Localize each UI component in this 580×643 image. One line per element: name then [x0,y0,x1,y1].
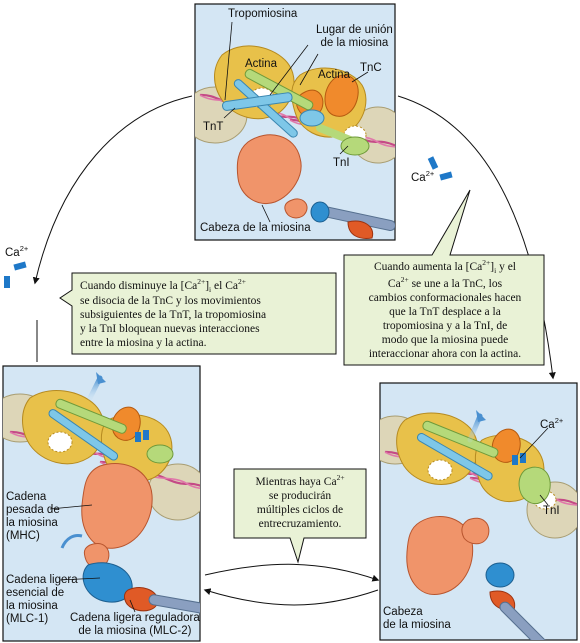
callout-center-text: Mientras haya Ca2+ se producirán múltipl… [255,473,345,530]
cycle-arrow-top-left [32,95,193,285]
callout-left-text: Cuando disminuye la [Ca2+]i el Ca2+ se d… [80,277,267,350]
label-tnt: TnT [203,121,224,133]
label-tropomiosina: Tropomiosina [228,8,298,20]
panel-left-crossbridge [2,365,201,642]
callout-right-box [343,189,545,366]
panel-right-calcium-bound [379,382,578,641]
label-tnc: TnC [360,62,382,74]
label-cadena-pesada: Cadena pesada de la miosina (MHC) [6,491,60,542]
callout-left-box [59,272,337,355]
cycle-arrow-bottom-to-left [203,588,379,606]
label-ca-ion-left: Ca2+ [5,244,29,259]
callout-center-box [233,468,367,564]
label-ca-ion-right: Ca2+ [411,169,435,184]
label-cabeza-miosina-top: Cabeza de la miosina [200,222,311,234]
ca-ion-left [4,261,27,288]
label-lugar-union-miosina: Lugar de unión de la miosina [316,24,393,49]
callout-right-text: Cuando aumenta la [Ca2+]i y el Ca2+ se u… [368,258,522,361]
label-ca-right-panel: Ca2+ [540,416,564,431]
cycle-arrow-bottom-to-right [204,563,380,582]
label-actina-1: Actina [245,58,277,70]
label-cadena-ligera-esencial: Cadena ligera esencial de la miosina (ML… [6,574,78,625]
label-cabeza-miosina-right: Cabeza de la miosina [383,606,451,631]
label-actina-2: Actina [318,69,350,81]
label-tni-right: TnI [543,505,560,517]
panel-top-actomyosin-relaxed [194,3,396,241]
label-tni-top: TnI [333,157,350,169]
ca-ion-right [427,156,453,181]
label-cadena-ligera-reguladora: Cadena ligera reguladora de la miosina (… [70,612,200,637]
